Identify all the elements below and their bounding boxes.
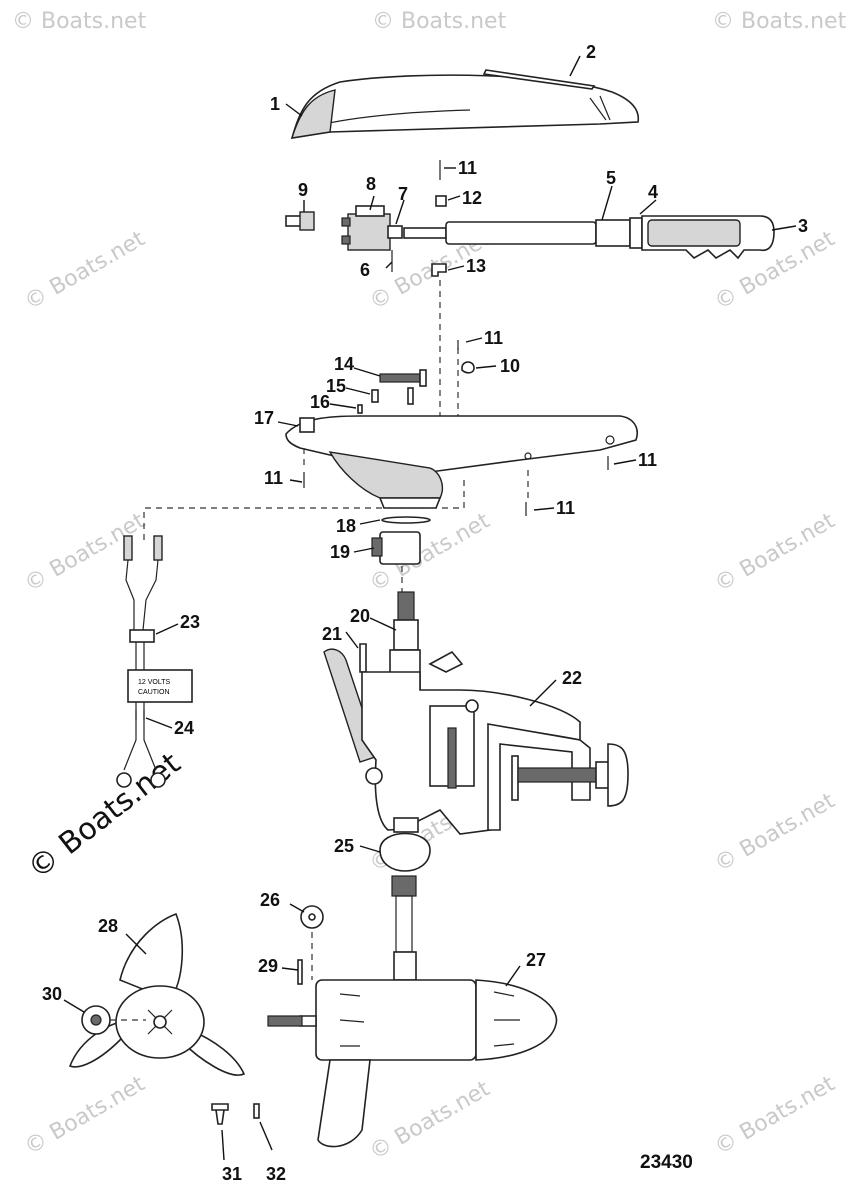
- callout-4: 4: [648, 182, 658, 202]
- callout-11: 11: [556, 498, 575, 518]
- top-cover: [290, 74, 640, 139]
- handle-screw-12: [435, 195, 447, 207]
- clip-10: [461, 361, 475, 374]
- watermark: © Boats.net: [711, 508, 840, 597]
- callout-19: 19: [330, 542, 350, 562]
- callout-22: 22: [562, 668, 582, 688]
- callout-7: 7: [398, 184, 408, 204]
- harness-label-line2: CAUTION: [138, 689, 170, 696]
- callout-16: 16: [310, 392, 330, 412]
- callout-13: 13: [466, 256, 486, 276]
- callout-32: 32: [266, 1164, 286, 1184]
- callout-6: 6: [360, 260, 370, 280]
- propeller: [68, 912, 246, 1076]
- bolt-14: [379, 369, 427, 387]
- callout-11: 11: [484, 328, 503, 348]
- decal: [482, 69, 596, 90]
- collar-19: [371, 531, 421, 565]
- steering-shaft: [389, 591, 421, 691]
- prop-shaft: [267, 1015, 303, 1027]
- screw-31: [211, 1103, 229, 1125]
- callout-29: 29: [258, 956, 278, 976]
- callout-30: 30: [42, 984, 62, 1004]
- callout-8: 8: [366, 174, 376, 194]
- tiller-handle: [403, 215, 775, 260]
- callout-9: 9: [298, 180, 308, 200]
- pin-21: [359, 643, 367, 673]
- pin-15: [371, 389, 379, 403]
- callout-11: 11: [458, 158, 477, 178]
- watermark: © Boats.net: [12, 9, 147, 34]
- prop-nut-30: [81, 1005, 111, 1035]
- wire-connector: [285, 211, 315, 231]
- callouts: 1 2 3 4 5 6 7 8 9 10 11 12 13 11 14 15 1…: [42, 42, 808, 1184]
- washer-18: [381, 516, 431, 524]
- callout-24: 24: [174, 718, 194, 738]
- wire-harness: 12 VOLTS CAUTION: [116, 535, 193, 788]
- watermark: © Boats.net: [21, 226, 150, 315]
- watermark: © Boats.net: [711, 1071, 840, 1160]
- callout-28: 28: [98, 916, 118, 936]
- motor-housing: [299, 979, 558, 1148]
- callout-2: 2: [586, 42, 596, 62]
- pin-32: [253, 1103, 260, 1119]
- callout-23: 23: [180, 612, 200, 632]
- watermark: © Boats.net: [372, 9, 507, 34]
- callout-15: 15: [326, 376, 346, 396]
- handle-clip-13: [431, 263, 447, 277]
- watermark-large: © Boats.net: [21, 746, 187, 886]
- watermark: © Boats.net: [21, 1071, 150, 1160]
- nut-26: [300, 905, 324, 929]
- mount-bracket: [323, 648, 591, 835]
- watermark: © Boats.net: [711, 788, 840, 877]
- head-housing: [143, 415, 638, 540]
- callout-26: 26: [260, 890, 280, 910]
- watermark: © Boats.net: [712, 9, 847, 34]
- callout-5: 5: [606, 168, 616, 188]
- callout-10: 10: [500, 356, 520, 376]
- drawing-number: 23430: [640, 1152, 693, 1173]
- callout-18: 18: [336, 516, 356, 536]
- callout-17: 17: [254, 408, 274, 428]
- callout-25: 25: [334, 836, 354, 856]
- watermark: © Boats.net: [366, 1076, 495, 1165]
- callout-11: 11: [264, 468, 283, 488]
- callout-20: 20: [350, 606, 370, 626]
- callout-3: 3: [798, 216, 808, 236]
- harness-label-line1: 12 VOLTS: [138, 679, 170, 686]
- callout-14: 14: [334, 354, 354, 374]
- clamp-screw: [511, 743, 629, 807]
- callout-31: 31: [222, 1164, 242, 1184]
- callout-27: 27: [526, 950, 546, 970]
- callout-12: 12: [462, 188, 482, 208]
- pin-bolt: [407, 387, 414, 405]
- callout-11: 11: [638, 450, 657, 470]
- speed-switch: [341, 205, 403, 272]
- shaft-ball: [379, 817, 431, 981]
- callout-1: 1: [270, 94, 280, 114]
- callout-21: 21: [322, 624, 342, 644]
- leader-lines: [63, 55, 797, 1161]
- pin-29: [297, 959, 303, 985]
- pin-16: [357, 404, 363, 414]
